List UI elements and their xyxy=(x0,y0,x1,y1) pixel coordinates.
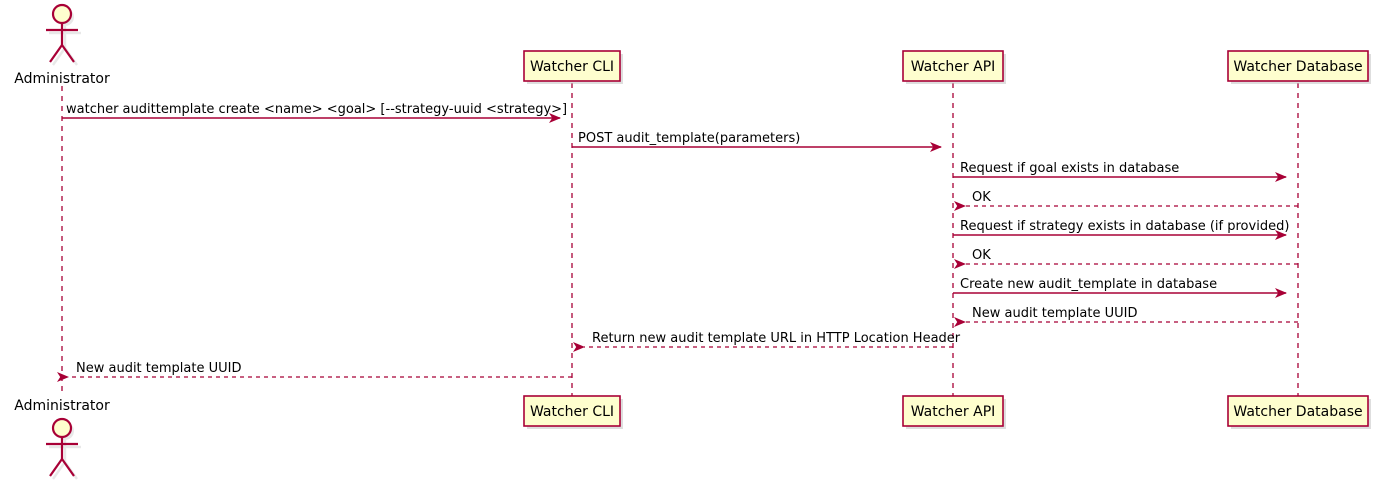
participant-watcher-api-top[interactable]: Watcher API xyxy=(902,50,1006,84)
box-rect xyxy=(1227,395,1369,427)
participant-watcher-database-top[interactable]: Watcher Database xyxy=(1227,50,1371,84)
message-label: watcher audittemplate create <name> <goa… xyxy=(66,102,567,117)
participant-label-watcher-database-top: Watcher Database xyxy=(1233,59,1362,75)
actor-label-administrator-bottom: Administrator xyxy=(14,398,110,414)
message-7-create-new-audit-template[interactable]: Create new audit_template in database xyxy=(953,277,1287,298)
box-rect xyxy=(523,50,621,82)
message-label: OK xyxy=(972,248,991,263)
message-5-request-if-strategy-exists[interactable]: Request if strategy exists in database (… xyxy=(953,219,1289,240)
message-label: New audit template UUID xyxy=(972,306,1137,321)
message-1-watcher-audittemplate-create[interactable]: watcher audittemplate create <name> <goa… xyxy=(62,102,567,123)
box-rect xyxy=(1227,50,1369,82)
actor-label-administrator-top: Administrator xyxy=(14,71,110,87)
box-rect xyxy=(902,395,1004,427)
message-label: New audit template UUID xyxy=(76,361,241,376)
participant-label-watcher-api-bottom: Watcher API xyxy=(911,404,996,420)
message-3-request-if-goal-exists[interactable]: Request if goal exists in database xyxy=(953,161,1287,182)
actor-administrator-bottom[interactable]: Administrator xyxy=(14,398,110,480)
participant-label-watcher-database-bottom: Watcher Database xyxy=(1233,404,1362,420)
message-6-ok[interactable]: OK xyxy=(954,248,1298,269)
lifelines-group xyxy=(61,83,1299,396)
message-label: OK xyxy=(972,190,991,205)
message-4-ok[interactable]: OK xyxy=(954,190,1298,211)
box-rect xyxy=(902,50,1004,82)
message-label: Return new audit template URL in HTTP Lo… xyxy=(592,331,961,346)
message-2-post-audit-template[interactable]: POST audit_template(parameters) xyxy=(572,131,942,152)
participant-label-watcher-cli-top: Watcher CLI xyxy=(530,59,614,75)
actor-administrator-top[interactable]: Administrator xyxy=(14,3,110,87)
actor-figure-icon xyxy=(46,3,81,66)
participant-watcher-api-bottom[interactable]: Watcher API xyxy=(902,395,1006,429)
message-label: POST audit_template(parameters) xyxy=(578,131,800,146)
message-label: Request if strategy exists in database (… xyxy=(960,219,1289,234)
actor-figure-icon xyxy=(46,417,81,480)
message-10-new-audit-template-uuid[interactable]: New audit template UUID xyxy=(57,361,572,382)
message-label: Request if goal exists in database xyxy=(960,161,1179,176)
participant-watcher-cli-bottom[interactable]: Watcher CLI xyxy=(523,395,623,429)
message-label: Create new audit_template in database xyxy=(960,277,1217,292)
participant-label-watcher-api-top: Watcher API xyxy=(911,59,996,75)
participant-label-watcher-cli-bottom: Watcher CLI xyxy=(530,404,614,420)
participant-watcher-database-bottom[interactable]: Watcher Database xyxy=(1227,395,1371,429)
box-rect xyxy=(523,395,621,427)
participant-watcher-cli-top[interactable]: Watcher CLI xyxy=(523,50,623,84)
message-9-return-new-audit-template-url[interactable]: Return new audit template URL in HTTP Lo… xyxy=(573,331,961,352)
message-8-new-audit-template-uuid[interactable]: New audit template UUID xyxy=(954,306,1298,327)
